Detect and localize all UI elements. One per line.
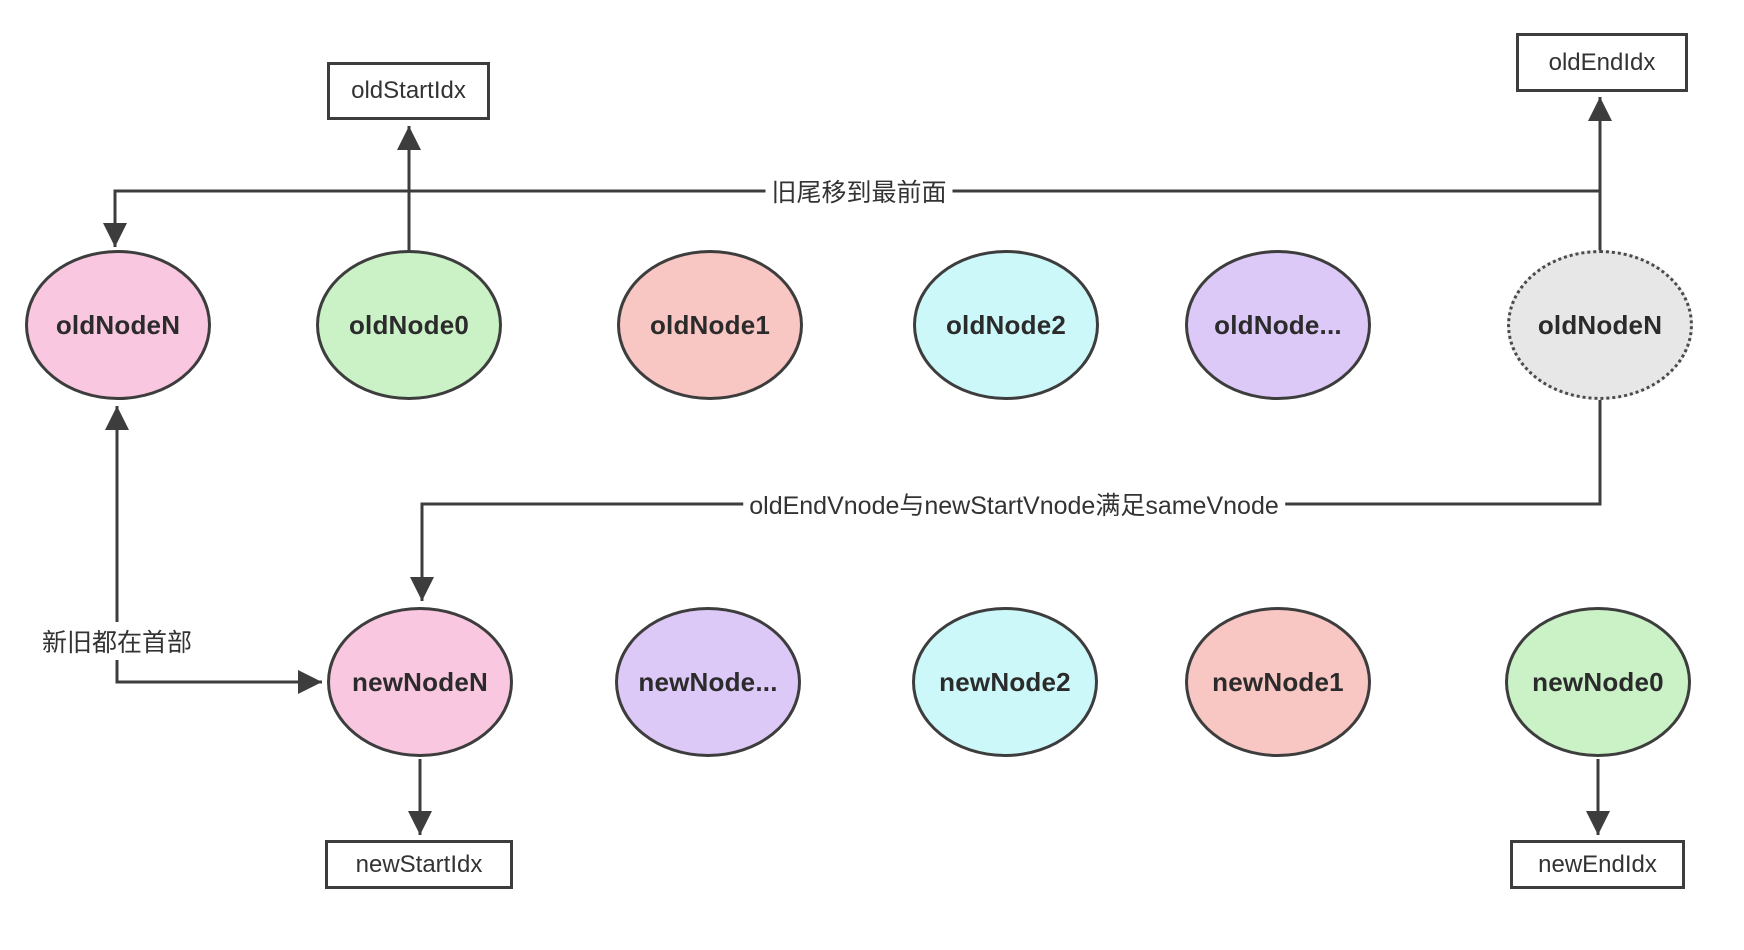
node-label: oldNode1	[649, 309, 771, 340]
node-new-node0: newNode0	[1505, 607, 1691, 757]
box-new-start-idx-label: newStartIdx	[355, 850, 483, 878]
node-label: oldNodeN	[55, 309, 181, 340]
edge-label-both-at-head: 新旧都在首部	[35, 622, 199, 660]
node-label: oldNodeN	[1537, 309, 1663, 340]
node-old-node2: oldNode2	[913, 250, 1099, 400]
node-new-node-ellipsis: newNode...	[615, 607, 801, 757]
node-new-node1: newNode1	[1185, 607, 1371, 757]
box-new-end-idx-label: newEndIdx	[1538, 850, 1657, 878]
arrow-old-tail-to-front	[103, 189, 1600, 247]
node-label: newNode2	[939, 666, 1071, 697]
node-label: newNode0	[1532, 666, 1664, 697]
node-label: oldNode0	[348, 309, 470, 340]
box-new-end-idx: newEndIdx	[1510, 840, 1685, 889]
box-old-start-idx-label: oldStartIdx	[351, 77, 466, 104]
box-old-start-idx: oldStartIdx	[327, 62, 490, 120]
node-old-node1: oldNode1	[617, 250, 803, 400]
node-old-node0: oldNode0	[316, 250, 502, 400]
edge-label-old-tail-to-front: 旧尾移到最前面	[765, 172, 953, 210]
node-new-node2: newNode2	[912, 607, 1098, 757]
node-old-nodeN-moved: oldNodeN	[25, 250, 211, 400]
node-label: newNode1	[1212, 666, 1344, 697]
node-old-node-ellipsis: oldNode...	[1185, 250, 1371, 400]
box-old-end-idx-label: oldEndIdx	[1548, 48, 1656, 76]
box-new-start-idx: newStartIdx	[325, 840, 513, 889]
node-label: oldNode...	[1214, 309, 1342, 340]
node-old-nodeN-end: oldNodeN	[1507, 250, 1693, 400]
box-old-end-idx: oldEndIdx	[1516, 33, 1688, 92]
node-label: newNode...	[638, 666, 778, 697]
node-new-nodeN: newNodeN	[327, 607, 513, 757]
edge-label-same-vnode: oldEndVnode与newStartVnode满足sameVnode	[743, 485, 1285, 523]
node-label: oldNode2	[945, 309, 1067, 340]
node-label: newNodeN	[352, 666, 488, 697]
